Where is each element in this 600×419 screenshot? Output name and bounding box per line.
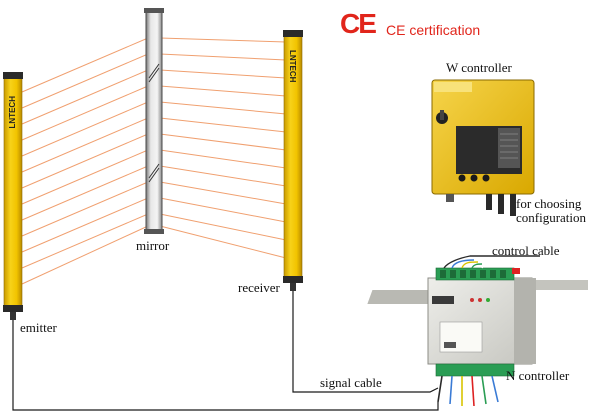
- mirror-column: [144, 8, 164, 234]
- w-controller-device: [431, 79, 535, 216]
- n-controller-device: [367, 267, 588, 377]
- configuration-label: configuration: [516, 210, 587, 225]
- emitter-brand: LNTECH: [8, 96, 17, 129]
- control-cable-wires: [443, 255, 540, 269]
- for-choosing-label: for choosing: [516, 196, 582, 211]
- ce-mark: CE: [340, 8, 377, 39]
- signal-cable: [12, 291, 439, 411]
- receiver-brand: LNTECH: [288, 50, 297, 83]
- w-controller-label: W controller: [446, 60, 512, 75]
- emitter-beams: [21, 37, 149, 285]
- ce-certification-label: CE certification: [386, 22, 481, 38]
- receiver-label: receiver: [238, 280, 280, 295]
- mirror-label: mirror: [136, 238, 170, 253]
- receiver-bar: [283, 30, 303, 291]
- emitter-bar: [3, 72, 23, 320]
- control-cable-label: control cable: [492, 243, 560, 258]
- signal-cable-label: signal cable: [320, 375, 382, 390]
- n-controller-label: N controller: [506, 368, 570, 383]
- emitter-label: emitter: [20, 320, 57, 335]
- receiver-beams: [159, 37, 287, 259]
- n-controller-bottom-wires: [437, 375, 499, 407]
